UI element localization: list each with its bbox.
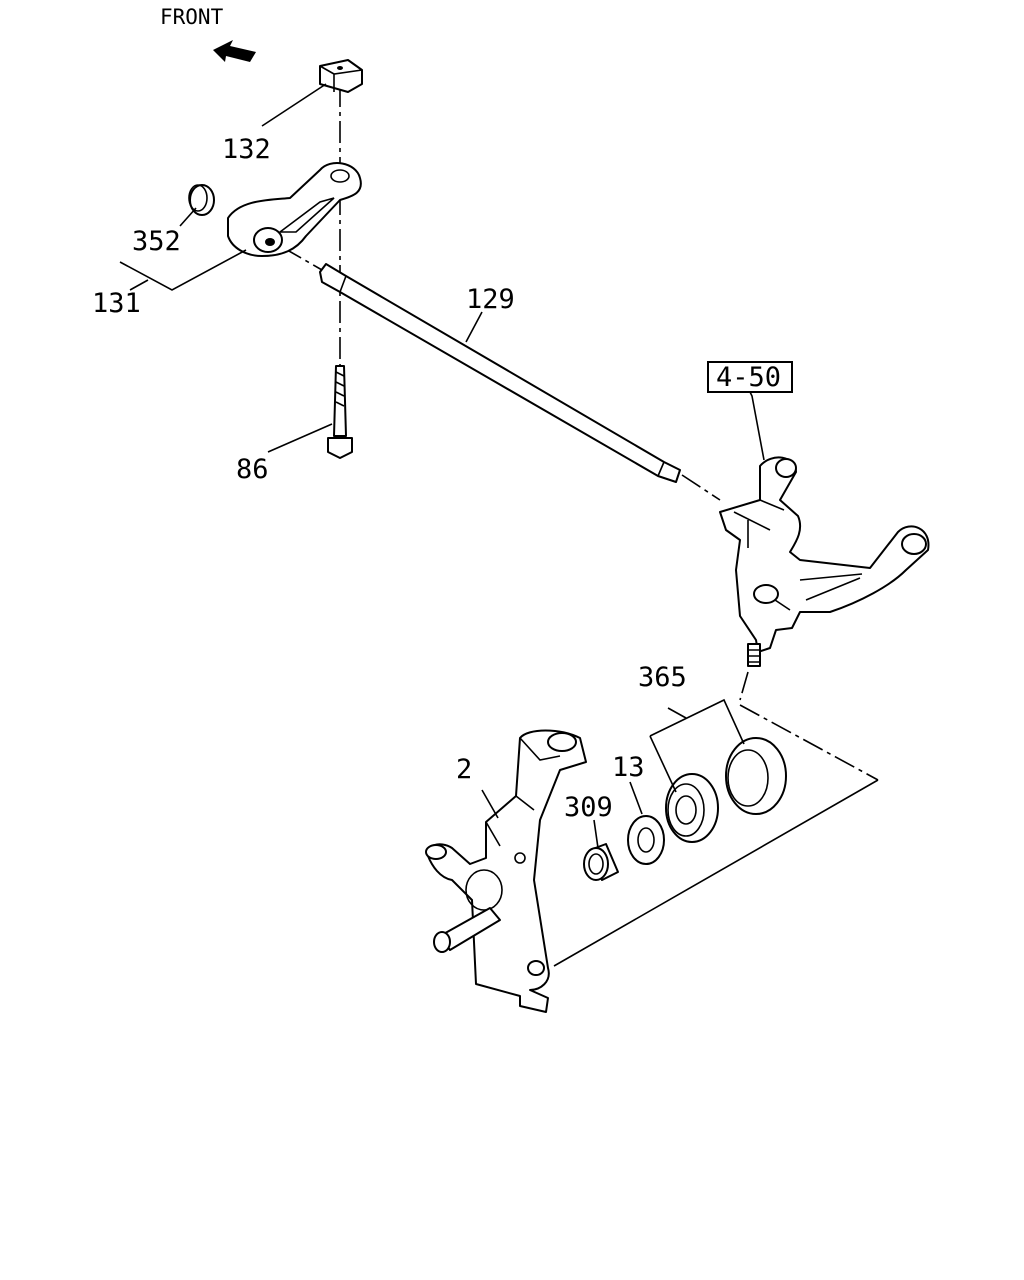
reference-box	[707, 361, 793, 393]
part-309-bearing	[583, 843, 619, 881]
callout-86: 86	[236, 454, 269, 485]
part-131-idler-arm	[227, 162, 362, 257]
callout-4-50: 4-50	[716, 362, 781, 393]
part-365-kit	[665, 737, 787, 843]
part-132-block	[319, 59, 363, 93]
leader-lines	[119, 83, 879, 967]
part-13-washer	[627, 815, 665, 865]
callout-2: 2	[456, 754, 472, 785]
callout-13: 13	[612, 752, 645, 783]
callout-129: 129	[466, 284, 515, 315]
part-129-tie-rod	[319, 263, 681, 483]
part-2-knuckle	[425, 729, 587, 1013]
callout-131: 131	[92, 288, 141, 319]
callout-132: 132	[222, 134, 271, 165]
centerlines	[281, 85, 879, 781]
part-352-cap	[188, 184, 215, 216]
callout-365: 365	[638, 662, 687, 693]
callout-352: 352	[132, 226, 181, 257]
callout-309: 309	[564, 792, 613, 823]
front-label: FRONT	[160, 5, 224, 29]
arrow-left-up-icon	[213, 40, 256, 62]
assembly-4-50	[719, 456, 930, 667]
part-86-bolt	[327, 365, 353, 459]
